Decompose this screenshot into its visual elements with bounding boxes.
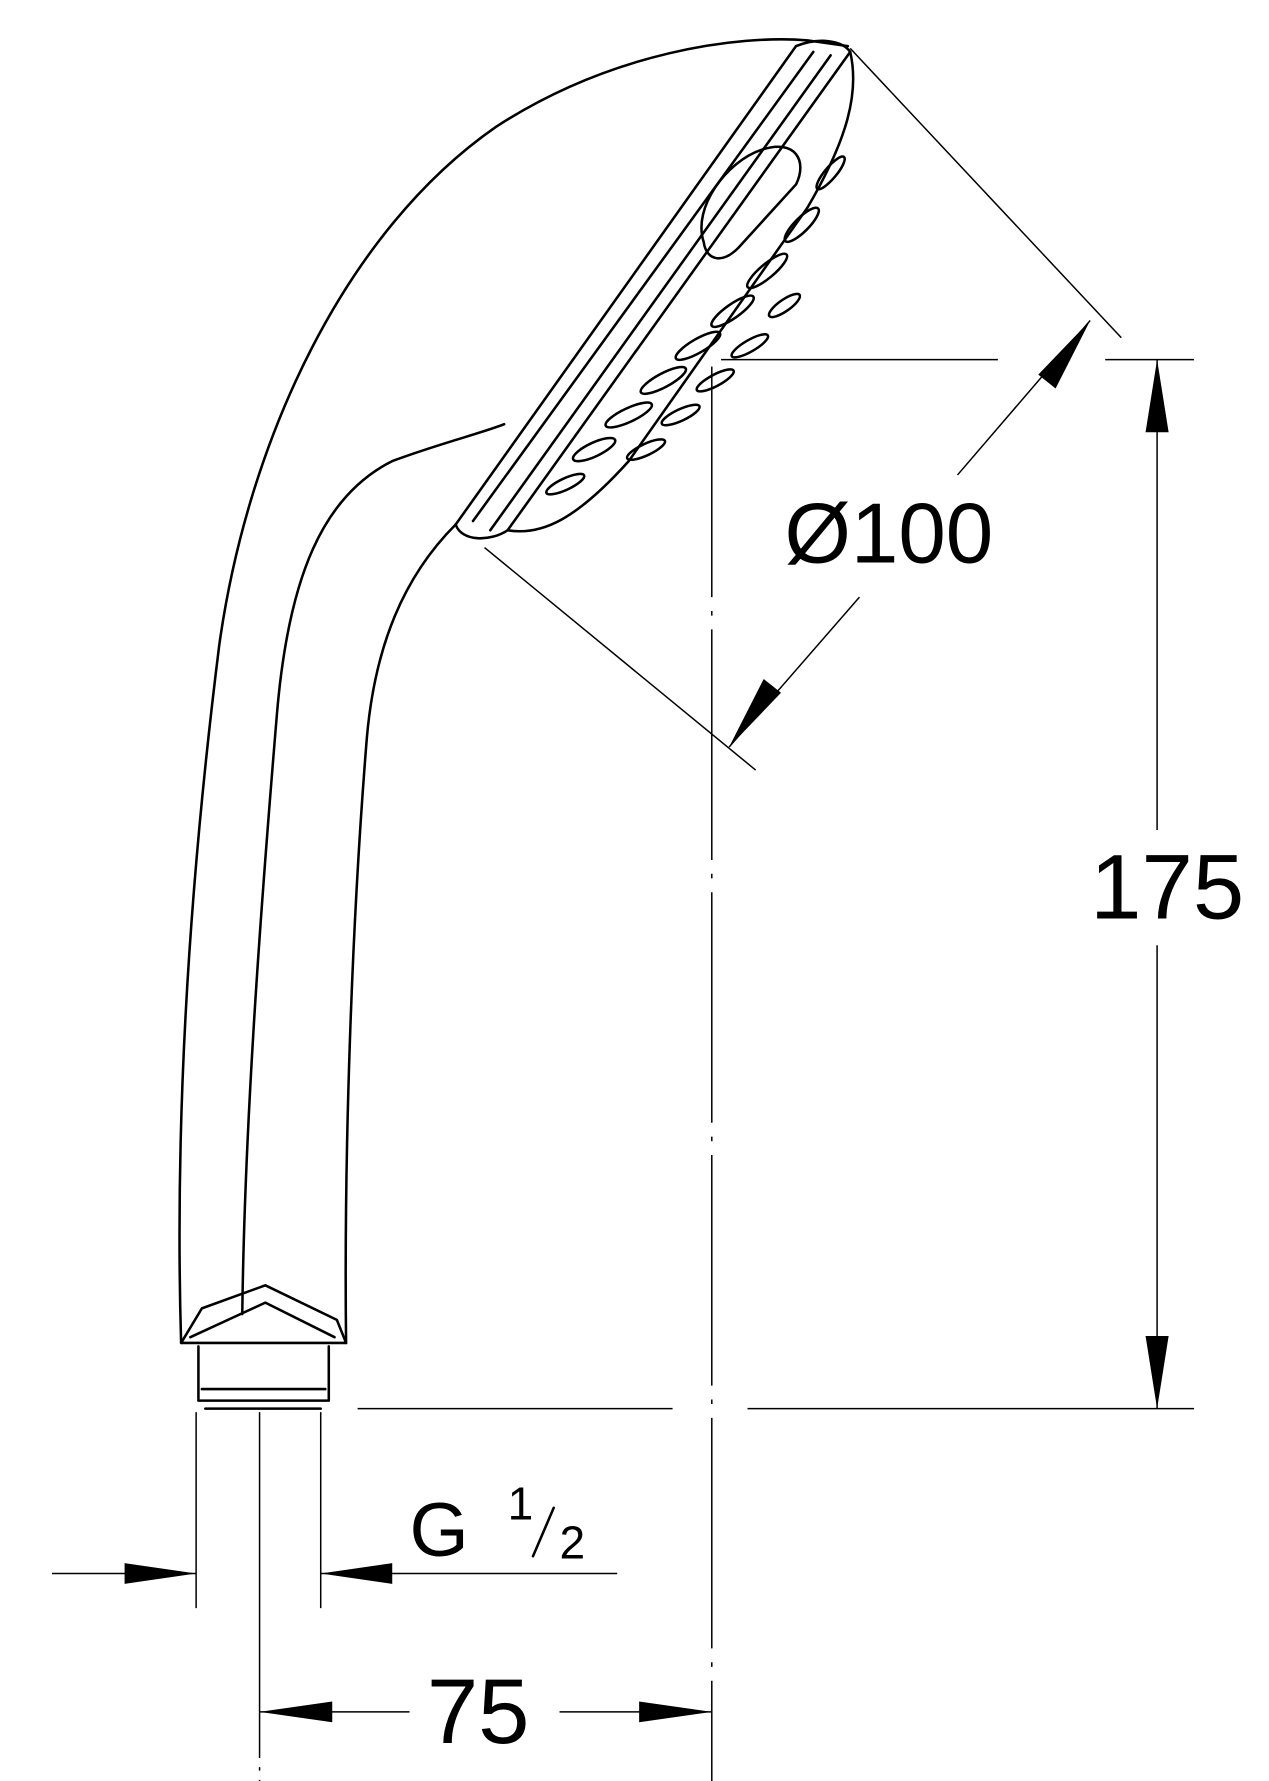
projection-label: 75 bbox=[427, 1659, 530, 1763]
diameter-label: Ø100 bbox=[784, 487, 993, 582]
thread-letter: G bbox=[410, 1488, 469, 1573]
dimension-lines bbox=[51, 47, 1195, 1781]
thread-numerator: 1 bbox=[508, 1477, 534, 1529]
hand-shower-outline bbox=[178, 38, 855, 1410]
height-label: 175 bbox=[1090, 835, 1244, 939]
thread-denominator: 2 bbox=[560, 1517, 586, 1569]
nozzles bbox=[545, 155, 846, 496]
thread-label: G 1 2 bbox=[410, 1477, 586, 1573]
